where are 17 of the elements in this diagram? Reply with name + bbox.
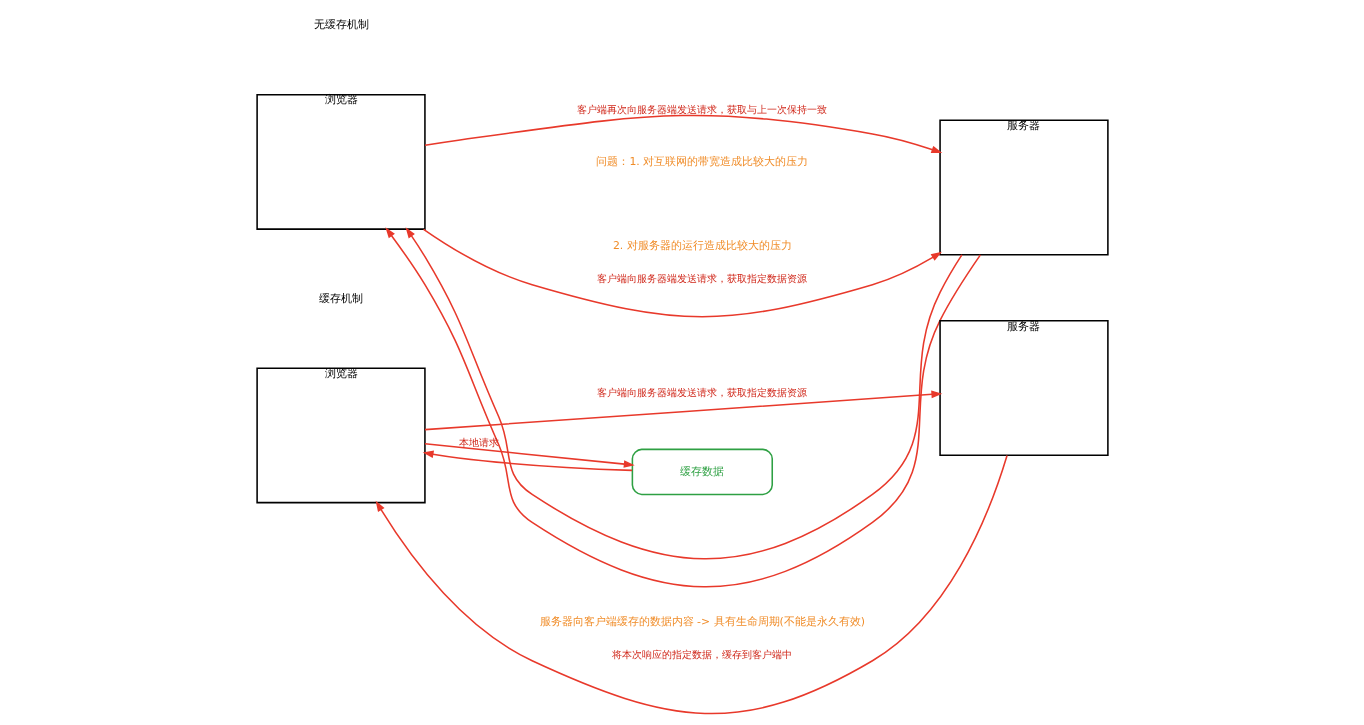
arrow: [375, 454, 1008, 715]
label: 问题：1. 对互联网的带宽造成比较大的压力: [595, 154, 808, 168]
arrow: [423, 443, 635, 468]
label: 缓存机制: [318, 291, 363, 304]
node-box: 缓存数据: [631, 448, 773, 496]
edge-label: 将本次响应的指定数据，缓存到客户端中: [611, 648, 792, 660]
arrow: [422, 228, 942, 318]
edge-label: 客户端再次向服务器端发送请求，获取与上一次保持一致: [576, 104, 827, 116]
arrow: [422, 450, 633, 472]
edge-label: 客户端向服务器端发送请求，获取指定数据资源: [596, 387, 807, 399]
label: 2. 对服务器的运行造成比较大的压力: [612, 238, 792, 252]
label: 服务器向客户端缓存的数据内容 -> 具有生命周期(不能是永久有效): [539, 614, 865, 628]
label: 无缓存机制: [313, 18, 369, 31]
arrow: [423, 390, 942, 431]
edge-label: 客户端向服务器端发送请求，获取指定数据资源: [596, 272, 807, 284]
node-box: 服务器: [938, 320, 1109, 456]
arrow: [423, 114, 942, 154]
